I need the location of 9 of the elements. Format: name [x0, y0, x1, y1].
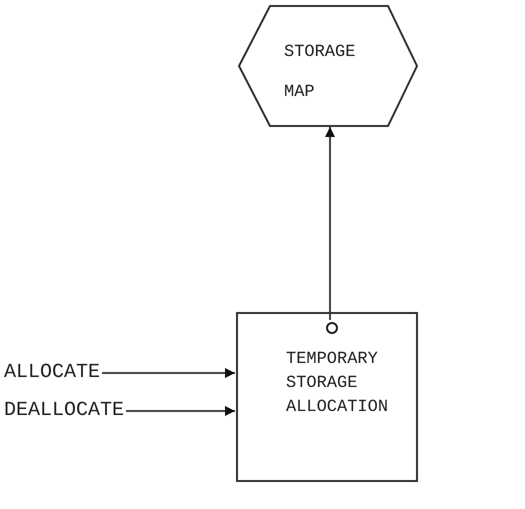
- arrow: [102, 368, 235, 378]
- input-label: DEALLOCATE: [4, 398, 124, 424]
- hexagon-node: [238, 5, 418, 127]
- node-label: STORAGE MAP: [284, 42, 356, 104]
- arrow: [126, 406, 235, 416]
- process-box: [236, 312, 418, 482]
- node-label: TEMPORARY STORAGE ALLOCATION: [286, 349, 390, 419]
- arrow: [325, 127, 335, 320]
- input-label: ALLOCATE: [4, 360, 100, 386]
